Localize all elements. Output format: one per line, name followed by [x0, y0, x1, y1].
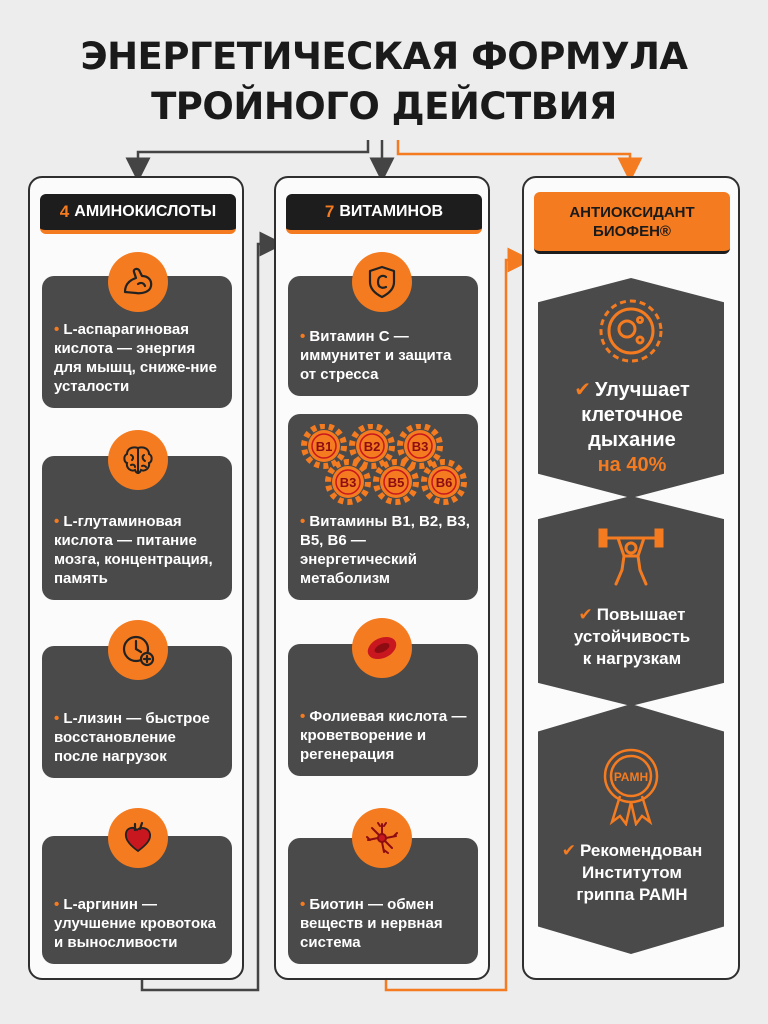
antioxidant-hex-endurance: ✔Повышает устойчивость к нагрузкам: [538, 496, 724, 706]
connector-to-col1: [125, 140, 370, 183]
badge-icon: РАМН: [598, 746, 664, 831]
vitamin-gear: B2: [349, 424, 395, 469]
column-antioxidant: АНТИОКСИДАНТ БИОФЕН® ✔Улучшает клеточное…: [522, 176, 740, 980]
header-count: 4: [59, 202, 70, 221]
vitamin-text-biotin: Биотин — обмен веществ и нервная система: [300, 896, 443, 951]
page-title: ЭНЕРГЕТИЧЕСКАЯ ФОРМУЛА ТРОЙНОГО ДЕЙСТВИЯ: [0, 32, 768, 132]
column-header-antioxidant: АНТИОКСИДАНТ БИОФЕН®: [534, 192, 730, 254]
amino-text-arginine: L-аргинин — улучшение кровотока и выносл…: [54, 896, 216, 951]
antioxidant-text-recommended: ✔Рекомендован Институтом гриппа РАМН: [561, 841, 703, 904]
vitamin-gear: B3: [397, 424, 443, 469]
column-header-amino: 4 АМИНОКИСЛОТЫ: [40, 194, 236, 234]
antioxidant-hex-recommended: РАМН ✔Рекомендован Институтом гриппа РАМ…: [538, 704, 724, 954]
header-line-1: АНТИОКСИДАНТ: [569, 203, 695, 221]
vitamin-text-c: Витамин С — иммунитет и защита от стресс…: [300, 328, 452, 383]
weightlifter-icon: [596, 526, 666, 595]
red-blood-cell-icon: [352, 618, 412, 678]
title-line-2: ТРОЙНОГО ДЕЙСТВИЯ: [151, 85, 617, 128]
amino-text-glutamic: L-глутаминовая кислота — питание мозга, …: [54, 513, 213, 587]
vitamin-gear: B5: [373, 459, 419, 505]
header-line-2: БИОФЕН®: [593, 222, 671, 240]
heart-icon: [108, 808, 168, 868]
amino-text-aspartic: L-аспарагиновая кислота — энергия для мы…: [54, 321, 217, 395]
shield-c-icon: [352, 252, 412, 312]
vitamin-text-b: Витамины B1, B2, B3, B5, B6 — энергетиче…: [300, 513, 470, 587]
header-count: 7: [324, 202, 335, 221]
connector-col1-col2: [140, 231, 285, 992]
badge-text: РАМН: [614, 770, 648, 784]
antioxidant-hex-respiration: ✔Улучшает клеточное дыхание на 40%: [538, 278, 724, 498]
muscle-icon: [108, 252, 168, 312]
column-amino-acids: 4 АМИНОКИСЛОТЫ • L-аспарагиновая кислота…: [28, 176, 244, 980]
vitamin-gear-label: B5: [388, 475, 405, 490]
vitamin-gear: B6: [421, 459, 467, 505]
amino-card-glutamic: • L-глутаминовая кислота — питание мозга…: [42, 456, 232, 600]
amino-text-lysine: L-лизин — быстрое восстановление после н…: [54, 710, 210, 765]
header-label: АМИНОКИСЛОТЫ: [74, 203, 217, 220]
connector-col2-col3: [384, 247, 533, 992]
antioxidant-text-respiration: ✔Улучшает клеточное дыхание на 40%: [574, 379, 690, 476]
header-label: ВИТАМИНОВ: [339, 203, 444, 220]
vitamin-gear: B1: [301, 424, 347, 469]
column-vitamins: 7 ВИТАМИНОВ • Витамин С — иммунитет и за…: [274, 176, 490, 980]
column-header-vitamins: 7 ВИТАМИНОВ: [286, 194, 482, 234]
vitamin-gear-label: B6: [436, 475, 453, 490]
vitamin-gear-label: B3: [412, 439, 429, 454]
vitamin-card-c: • Витамин С — иммунитет и защита от стре…: [288, 276, 478, 396]
vitamin-gear-label: B2: [364, 439, 381, 454]
vitamin-gear: B3: [325, 459, 371, 505]
antioxidant-text-endurance: ✔Повышает устойчивость к нагрузкам: [573, 605, 691, 668]
vitamin-text-folic: Фолиевая кислота — кроветворение и реген…: [300, 708, 467, 763]
title-line-1: ЭНЕРГЕТИЧЕСКАЯ ФОРМУЛА: [80, 35, 688, 78]
cell-icon: [596, 296, 666, 371]
recovery-clock-icon: [108, 620, 168, 680]
neuron-icon: [352, 808, 412, 868]
connector-to-col3: [396, 140, 643, 183]
brain-icon: [108, 430, 168, 490]
vitamin-gear-label: B3: [340, 475, 357, 490]
vitamin-gear-label: B1: [316, 439, 333, 454]
